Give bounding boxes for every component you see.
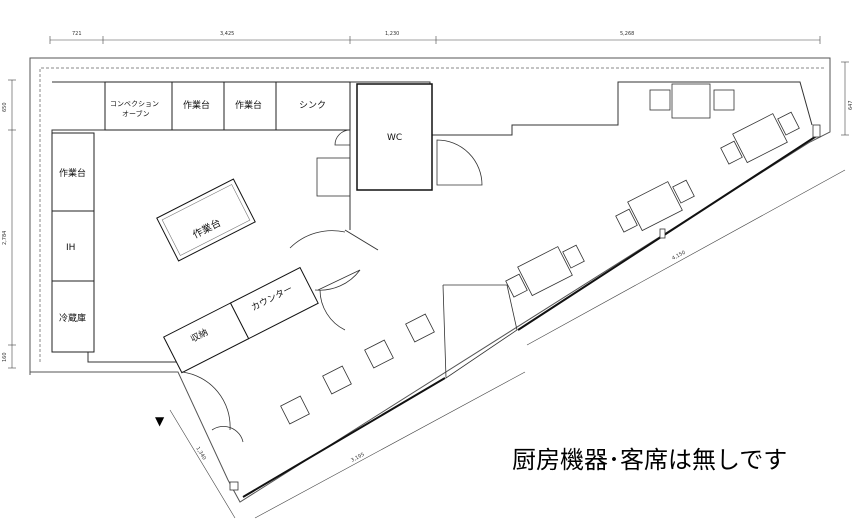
left-equipment-column: [51, 132, 95, 353]
dim-left-2: 2,784: [2, 231, 8, 245]
dim-left-1: 650: [2, 102, 8, 112]
wall-markers: [229, 124, 821, 491]
sink-box: [275, 81, 351, 131]
dim-diagonal-long: 4,150: [671, 250, 686, 262]
fridge-label: 冷蔵庫: [59, 312, 86, 324]
outer-walls: [29, 57, 831, 503]
cabinet: [316, 157, 351, 197]
convection-oven-label-2: オーブン: [122, 109, 150, 118]
interior-outline: [52, 81, 813, 136]
worktable-left-label: 作業台: [59, 167, 86, 179]
top-equipment-row: [104, 81, 351, 131]
dim-left-3: 160: [2, 352, 8, 362]
worktable-2-label: 作業台: [235, 99, 262, 111]
worktable-2-box: [223, 81, 277, 131]
partition: [344, 229, 379, 251]
worktable-1-label: 作業台: [183, 99, 210, 111]
dim-top-1: 721: [72, 31, 82, 37]
entrance-marker: ▼: [155, 414, 165, 428]
convection-oven-label-1: コンベクション: [110, 100, 159, 108]
diagonal-wall: [242, 134, 819, 498]
ih-label: IH: [66, 243, 75, 253]
dim-right: 647: [848, 100, 854, 110]
wc-door: [436, 139, 483, 186]
wc-box: [356, 83, 433, 191]
dining-tables: [505, 83, 800, 298]
dimension-lines: [8, 36, 849, 519]
wc-label: WC: [387, 133, 402, 143]
worktable-1-box: [171, 81, 225, 131]
worktable-left-box: [51, 132, 95, 212]
sink-door: [334, 129, 351, 146]
note-text: 厨房機器･客席は無しです: [512, 446, 788, 474]
convection-oven-box: [104, 81, 173, 131]
dim-top-3: 1,230: [385, 31, 399, 37]
center-worktable: [156, 178, 256, 262]
door-swings: [181, 230, 518, 443]
ih-box: [51, 210, 95, 282]
dim-diagonal-lower: 3,195: [350, 452, 365, 464]
dim-top-2: 3,425: [220, 31, 234, 37]
counter-stools: [280, 313, 435, 425]
fridge-box: [51, 280, 95, 353]
sink-label: シンク: [299, 100, 326, 111]
storage-counter: [163, 266, 319, 374]
dim-top-4: 5,268: [620, 31, 634, 37]
counter-box: [229, 266, 319, 340]
